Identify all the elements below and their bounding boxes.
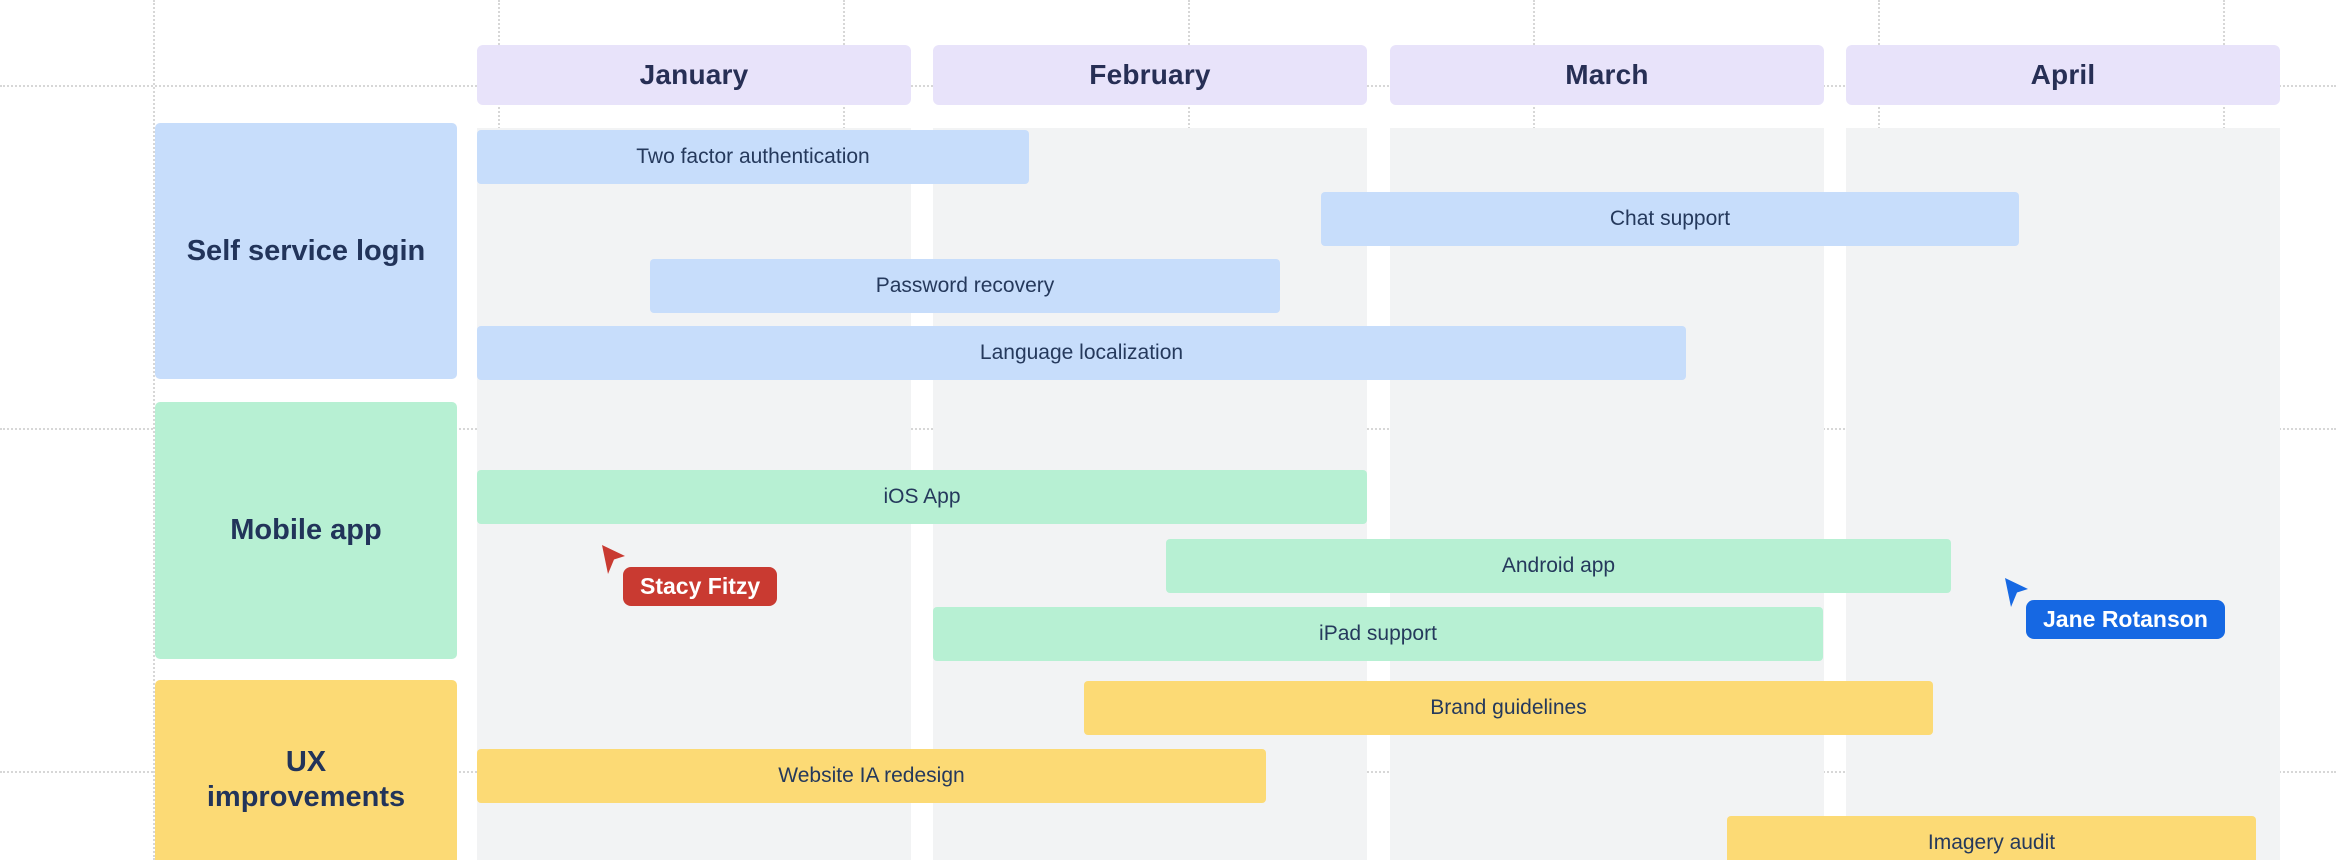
cursor-arrow-icon [602, 545, 625, 574]
group-label-self-service-login[interactable]: Self service login [155, 123, 457, 379]
grid-dotted-line-vertical [153, 0, 155, 860]
cursor-name-badge: Stacy Fitzy [623, 567, 778, 606]
user-cursor-stacy: Stacy Fitzy [601, 545, 778, 606]
group-label-ux-improvements[interactable]: UX improvements [155, 680, 457, 860]
month-header-april[interactable]: April [1846, 45, 2280, 105]
cursor-name-badge: Jane Rotanson [2026, 600, 2225, 639]
task-bar-ios-app[interactable]: iOS App [477, 470, 1367, 524]
task-bar-password-recovery[interactable]: Password recovery [650, 259, 1280, 313]
month-column-band-april [1846, 128, 2280, 860]
task-bar-chat-support[interactable]: Chat support [1321, 192, 2019, 246]
group-label-mobile-app[interactable]: Mobile app [155, 402, 457, 659]
task-bar-ipad-support[interactable]: iPad support [933, 607, 1823, 661]
task-bar-imagery-audit[interactable]: Imagery audit [1727, 816, 2256, 860]
month-header-february[interactable]: February [933, 45, 1367, 105]
user-cursor-jane: Jane Rotanson [2004, 578, 2225, 639]
cursor-arrow-icon [2005, 578, 2028, 607]
task-bar-android-app[interactable]: Android app [1166, 539, 1951, 593]
month-column-band-march [1390, 128, 1824, 860]
month-header-january[interactable]: January [477, 45, 911, 105]
task-bar-website-ia-redesign[interactable]: Website IA redesign [477, 749, 1266, 803]
task-bar-language-localization[interactable]: Language localization [477, 326, 1686, 380]
month-header-march[interactable]: March [1390, 45, 1824, 105]
task-bar-brand-guidelines[interactable]: Brand guidelines [1084, 681, 1933, 735]
task-bar-two-factor-authentication[interactable]: Two factor authentication [477, 130, 1029, 184]
